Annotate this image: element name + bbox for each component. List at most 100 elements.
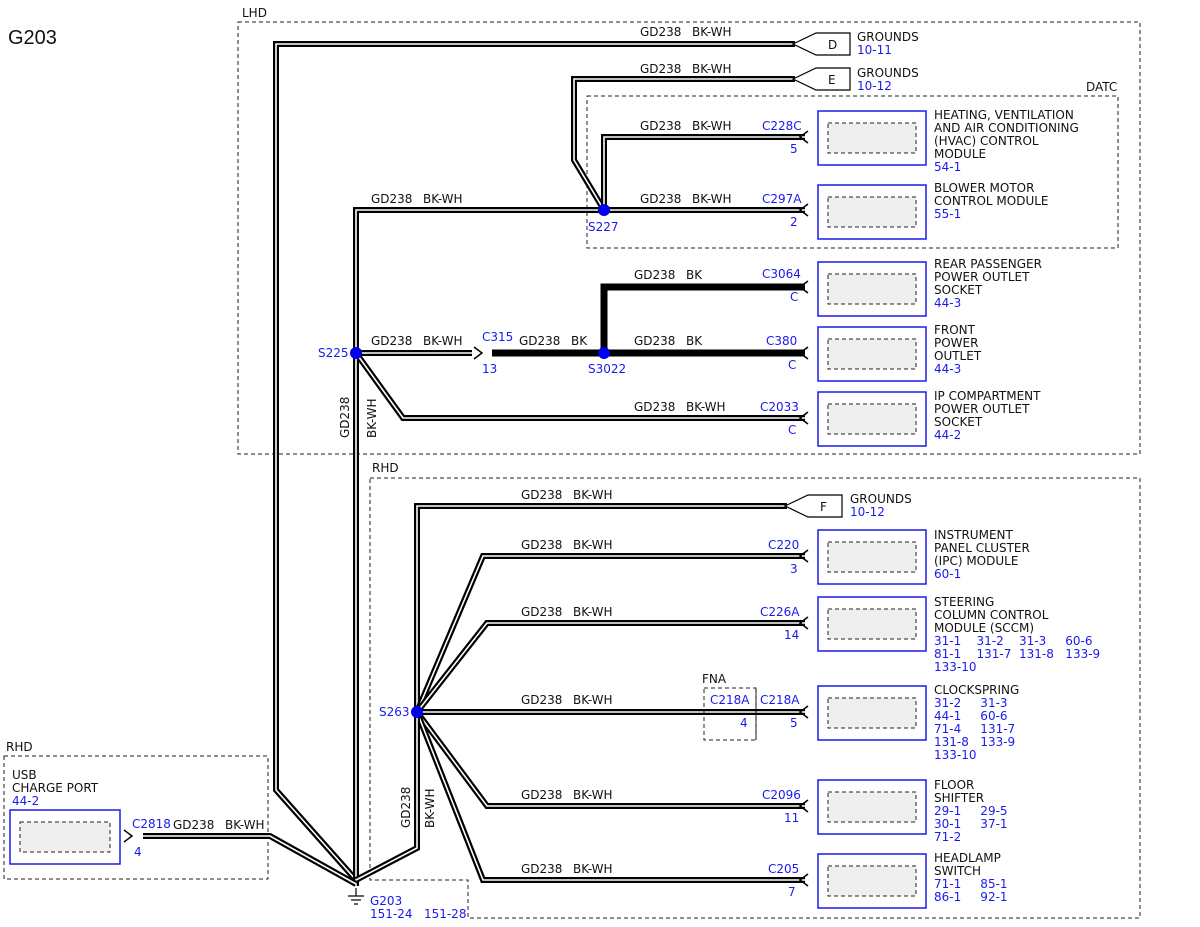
ip-outlet-ref: 44-2 (934, 428, 961, 442)
hvac-connector: C228C (762, 119, 802, 133)
ground-d-label: GROUNDS (857, 30, 919, 44)
arrow-hvac (798, 130, 809, 144)
floor-shifter-refs-3: 71-2 (934, 830, 961, 844)
module-rear-outlet: C3064 C REAR PASSENGER POWER OUTLET SOCK… (762, 257, 1042, 310)
clockspring-connector: C218A (760, 693, 800, 707)
wire-ground-e-color-label: BK-WH (692, 62, 732, 76)
headlamp-box (817, 853, 927, 909)
wire-rear-outlet-circuit-label: GD238 (634, 268, 675, 282)
ipc-box (817, 529, 927, 585)
arrow-clockspring (798, 705, 809, 719)
wire-s225-ip-outlet (353, 351, 805, 421)
module-floor-shifter: C2096 11 FLOOR SHIFTER 29-1 29-5 30-1 37… (762, 778, 1008, 844)
wire-ground-d-circuit-label: GD238 (640, 25, 681, 39)
wire-usb-ground (143, 833, 358, 887)
sccm-name-3: MODULE (SCCM) (934, 621, 1034, 635)
headlamp-name-2: SWITCH (934, 864, 981, 878)
wire-ground-d-color-label: BK-WH (692, 25, 732, 39)
blower-pin: 2 (790, 215, 798, 229)
ground-f-ref: 10-12 (850, 505, 885, 519)
wire-ground-e-circuit-label: GD238 (640, 62, 681, 76)
wire-network (123, 41, 809, 887)
front-outlet-ref: 44-3 (934, 362, 961, 376)
ip-outlet-name-2: POWER OUTLET (934, 402, 1030, 416)
module-headlamp: C205 7 HEADLAMP SWITCH 71-1 85-1 86-1 92… (768, 851, 1008, 904)
wire-s225-c315-color-label: BK-WH (423, 334, 463, 348)
floor-shifter-name-2: SHIFTER (934, 791, 984, 805)
wire-front-outlet-color-label: BK (686, 334, 703, 348)
usb-box (9, 809, 121, 865)
wire-c315-s3022-circuit-label: GD238 (519, 334, 560, 348)
ipc-ref: 60-1 (934, 567, 961, 581)
ipc-connector: C220 (768, 538, 799, 552)
ground-tag-f-letter: F (820, 500, 827, 514)
blower-ref: 55-1 (934, 207, 961, 221)
wire-floor-shifter-color-label: BK-WH (573, 788, 613, 802)
wire-clockspring-circuit-label: GD238 (521, 693, 562, 707)
wire-ipc-circuit-label: GD238 (521, 538, 562, 552)
g203-refs: 151-24 151-28 (370, 907, 466, 921)
blower-connector: C297A (762, 192, 802, 206)
ground-e-label: GROUNDS (857, 66, 919, 80)
ip-outlet-connector: C2033 (760, 400, 799, 414)
ground-e-ref: 10-12 (857, 79, 892, 93)
hvac-pin: 5 (790, 142, 798, 156)
wire-s263-ipc (414, 553, 805, 714)
splice-s225-label: S225 (318, 346, 349, 360)
c315-pin: 13 (482, 362, 497, 376)
ip-outlet-name-3: SOCKET (934, 415, 983, 429)
splice-s3022: S3022 (588, 347, 626, 376)
headlamp-pin: 7 (788, 885, 796, 899)
wire-headlamp-color-label: BK-WH (573, 862, 613, 876)
splice-s225: S225 (318, 346, 362, 360)
arrow-front-outlet (798, 346, 809, 360)
wire-s263-headlamp (414, 710, 805, 883)
module-ip-outlet: C2033 C IP COMPARTMENT POWER OUTLET SOCK… (760, 389, 1041, 442)
wire-s225-s227-color-label: BK-WH (423, 192, 463, 206)
module-front-outlet: C380 C FRONT POWER OUTLET 44-3 (766, 323, 982, 376)
wire-usb-circuit-label: GD238 (173, 818, 214, 832)
wire-ground-f-color-label: BK-WH (573, 488, 613, 502)
sccm-name-1: STEERING (934, 595, 994, 609)
wire-ground-f-circuit-label: GD238 (521, 488, 562, 502)
wire-ipc-color-label: BK-WH (573, 538, 613, 552)
wire-s225-s227-circuit-label: GD238 (371, 192, 412, 206)
diagram-title: G203 (8, 27, 57, 49)
blower-name-1: BLOWER MOTOR (934, 181, 1034, 195)
front-outlet-name-1: FRONT (934, 323, 976, 337)
ground-tag-d-letter: D (828, 38, 837, 52)
rear-outlet-name-3: SOCKET (934, 283, 983, 297)
hvac-name-1: HEATING, VENTILATION (934, 108, 1074, 122)
floor-shifter-name-1: FLOOR (934, 778, 974, 792)
ground-tag-e: E GROUNDS 10-12 (791, 66, 919, 93)
c315-name: C315 (482, 330, 513, 344)
clockspring-box (817, 685, 927, 741)
splice-s227-label: S227 (588, 220, 619, 234)
module-ipc: C220 3 INSTRUMENT PANEL CLUSTER (IPC) MO… (768, 528, 1030, 581)
wire-ip-outlet-color-label: BK-WH (686, 400, 726, 414)
fna-connector-pin: 4 (740, 716, 748, 730)
fna-connector-name: C218A (710, 693, 750, 707)
wire-floor-shifter-circuit-label: GD238 (521, 788, 562, 802)
wire-hvac-color-label: BK-WH (692, 119, 732, 133)
rear-outlet-name-1: REAR PASSENGER (934, 257, 1042, 271)
ipc-name-3: (IPC) MODULE (934, 554, 1018, 568)
zone-lhd: LHD (237, 6, 1141, 455)
front-outlet-name-3: OUTLET (934, 349, 982, 363)
fna-label: FNA (702, 672, 727, 686)
blower-name-2: CONTROL MODULE (934, 194, 1049, 208)
front-outlet-pin: C (788, 358, 796, 372)
clockspring-refs-1: 31-2 31-3 (934, 696, 1008, 710)
wire-sccm-color-label: BK-WH (573, 605, 613, 619)
headlamp-connector: C205 (768, 862, 799, 876)
sccm-refs-1: 31-1 31-2 31-3 60-6 (934, 634, 1093, 648)
wire-ip-outlet-circuit-label: GD238 (634, 400, 675, 414)
ground-symbol-icon (348, 888, 364, 905)
headlamp-name-1: HEADLAMP (934, 851, 1001, 865)
clockspring-refs-4: 131-8 133-9 (934, 735, 1015, 749)
clockspring-name-1: CLOCKSPRING (934, 683, 1019, 697)
arrow-sccm (798, 616, 809, 630)
splice-s263: S263 (379, 705, 423, 719)
